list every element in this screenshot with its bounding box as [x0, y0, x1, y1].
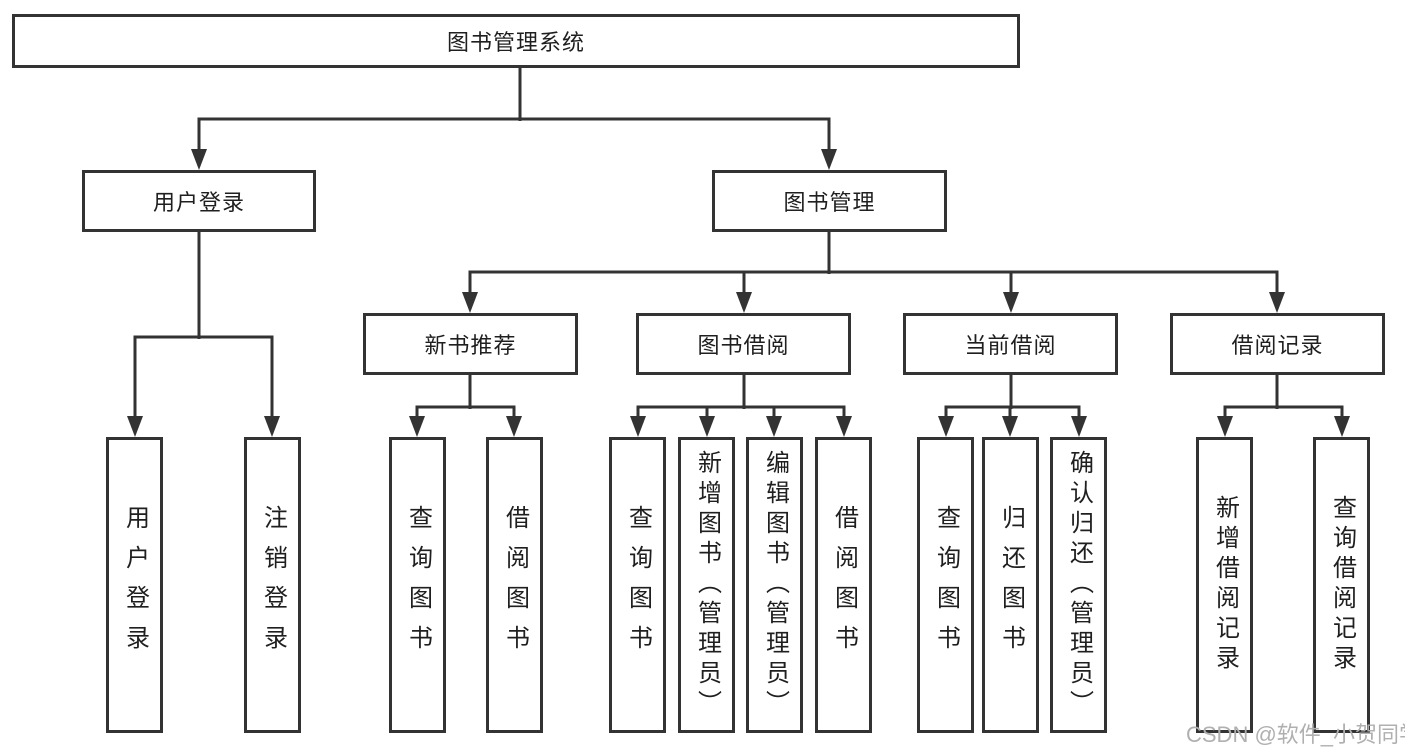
leaf-user-login-label: 用户登录: [121, 505, 149, 665]
leaf-confirm-return-admin-label: 确认归还（管理员）: [1065, 450, 1093, 720]
node-user-login: 用户登录: [82, 170, 316, 232]
leaf-return-books-label: 归还图书: [997, 505, 1025, 665]
node-borrowing-records: 借阅记录: [1170, 313, 1385, 375]
leaf-user-login: 用户登录: [106, 437, 163, 733]
arrow-down-icon: [264, 416, 280, 437]
leaf-borrow-books-1: 借阅图书: [486, 437, 543, 733]
leaf-query-books-3: 查询图书: [917, 437, 974, 733]
leaf-return-books: 归还图书: [982, 437, 1039, 733]
arrow-down-icon: [630, 416, 646, 437]
node-new-book-recommend: 新书推荐: [363, 313, 578, 375]
arrow-down-icon: [1334, 416, 1350, 437]
leaf-logout-label: 注销登录: [259, 505, 287, 665]
arrow-down-icon: [1003, 292, 1019, 313]
node-book-management-label: 图书管理: [783, 190, 876, 215]
arrow-down-icon: [699, 416, 715, 437]
arrow-down-icon: [1002, 416, 1018, 437]
leaf-query-books-1: 查询图书: [389, 437, 446, 733]
arrow-down-icon: [766, 416, 782, 437]
leaf-add-books-admin-label: 新增图书（管理员）: [693, 450, 721, 720]
node-new-book-recommend-label: 新书推荐: [424, 333, 517, 358]
node-root-label: 图书管理系统: [446, 30, 585, 55]
node-book-borrowing-label: 图书借阅: [697, 333, 790, 358]
watermark: CSDN @软件_小贺同学: [1186, 722, 1405, 747]
leaf-borrow-books-2: 借阅图书: [815, 437, 872, 733]
leaf-query-books-3-label: 查询图书: [932, 505, 960, 665]
leaf-borrow-books-1-label: 借阅图书: [501, 505, 529, 665]
node-book-borrowing: 图书借阅: [636, 313, 851, 375]
leaf-logout: 注销登录: [244, 437, 301, 733]
leaf-add-borrow-record-label: 新增借阅记录: [1211, 495, 1239, 675]
node-user-login-label: 用户登录: [152, 190, 245, 215]
arrow-down-icon: [506, 416, 522, 437]
leaf-edit-books-admin-label: 编辑图书（管理员）: [761, 450, 789, 720]
node-book-management: 图书管理: [712, 170, 947, 232]
arrow-down-icon: [736, 292, 752, 313]
leaf-query-borrow-record: 查询借阅记录: [1313, 437, 1370, 733]
arrow-down-icon: [191, 149, 207, 170]
leaf-borrow-books-2-label: 借阅图书: [830, 505, 858, 665]
leaf-query-books-2: 查询图书: [609, 437, 666, 733]
arrow-down-icon: [938, 416, 954, 437]
node-root: 图书管理系统: [12, 14, 1020, 68]
arrow-down-icon: [127, 416, 143, 437]
arrow-down-icon: [1217, 416, 1233, 437]
arrow-down-icon: [462, 292, 478, 313]
arrow-down-icon: [1269, 292, 1285, 313]
arrow-down-icon: [821, 149, 837, 170]
leaf-add-borrow-record: 新增借阅记录: [1196, 437, 1253, 733]
leaf-query-books-2-label: 查询图书: [624, 505, 652, 665]
leaf-add-books-admin: 新增图书（管理员）: [678, 437, 735, 733]
leaf-edit-books-admin: 编辑图书（管理员）: [746, 437, 803, 733]
leaf-query-books-1-label: 查询图书: [404, 505, 432, 665]
leaf-confirm-return-admin: 确认归还（管理员）: [1050, 437, 1107, 733]
arrow-down-icon: [1071, 416, 1087, 437]
leaf-query-borrow-record-label: 查询借阅记录: [1328, 495, 1356, 675]
arrow-down-icon: [836, 416, 852, 437]
node-current-borrowing: 当前借阅: [903, 313, 1118, 375]
node-borrowing-records-label: 借阅记录: [1231, 333, 1324, 358]
arrow-down-icon: [409, 416, 425, 437]
node-current-borrowing-label: 当前借阅: [964, 333, 1057, 358]
